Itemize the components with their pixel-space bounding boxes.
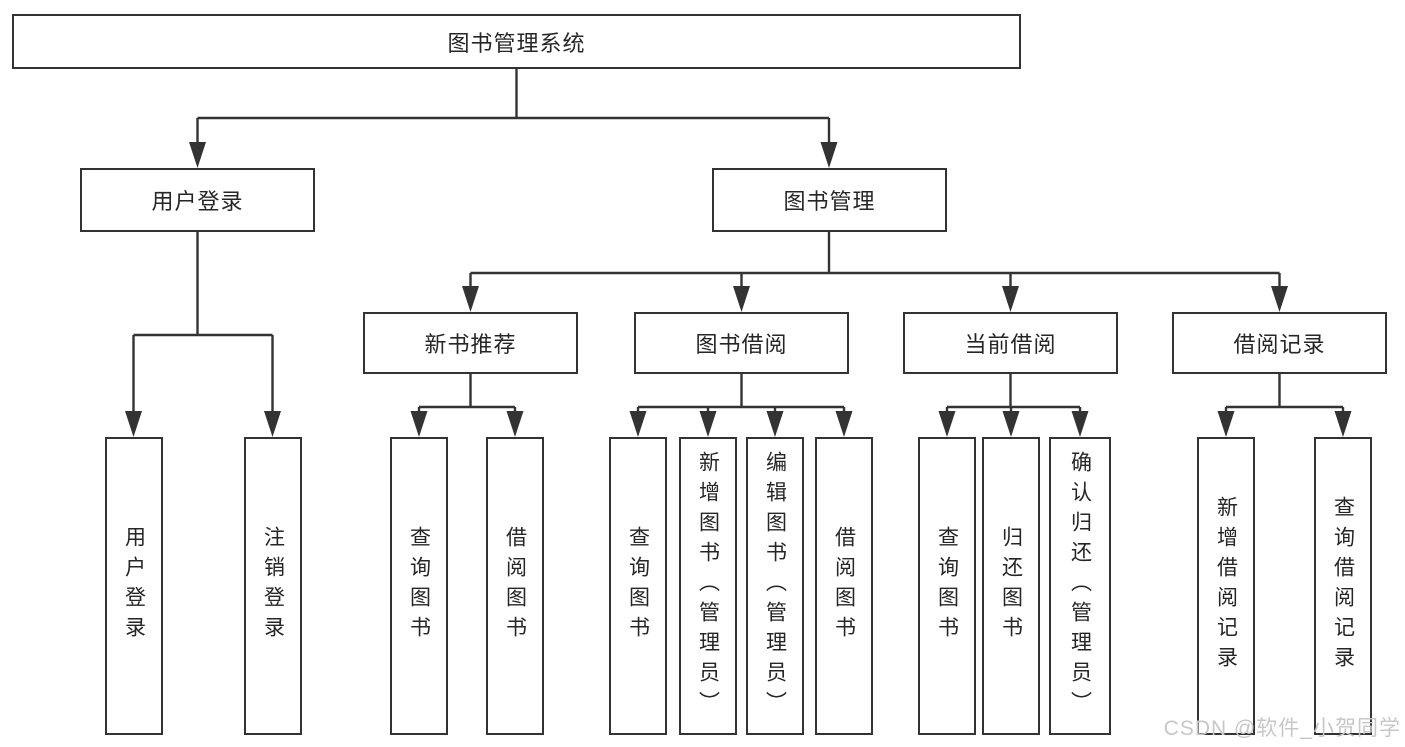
leaf-br-add-record-label: 新增借阅记录	[1214, 496, 1238, 676]
leaf-bb-borrow-books-label: 借阅图书	[832, 526, 856, 646]
node-new-book-recommend-label: 新书推荐	[424, 332, 517, 357]
node-book-management-label: 图书管理	[783, 189, 876, 214]
leaf-logout-label: 注销登录	[261, 526, 285, 646]
leaf-br-query-record: 查询借阅记录	[1314, 437, 1372, 735]
node-user-login: 用户登录	[80, 168, 315, 232]
node-current-borrow: 当前借阅	[903, 312, 1118, 374]
leaf-br-query-record-label: 查询借阅记录	[1331, 496, 1355, 676]
leaf-cb-confirm-return-label: 确认归还（管理员）	[1068, 451, 1092, 721]
leaf-bb-edit-books: 编辑图书（管理员）	[746, 437, 804, 735]
leaf-nb-borrow-books-label: 借阅图书	[503, 526, 527, 646]
node-book-management: 图书管理	[712, 168, 947, 232]
leaf-bb-query-books: 查询图书	[609, 437, 667, 735]
csdn-watermark: CSDN @软件_小贺同学	[1163, 717, 1401, 740]
leaf-bb-query-books-label: 查询图书	[626, 526, 650, 646]
leaf-cb-return-books-label: 归还图书	[999, 526, 1023, 646]
leaf-bb-add-books-label: 新增图书（管理员）	[696, 451, 720, 721]
node-new-book-recommend: 新书推荐	[363, 312, 578, 374]
leaf-logout: 注销登录	[244, 437, 302, 735]
leaf-bb-borrow-books: 借阅图书	[815, 437, 873, 735]
leaf-bb-add-books: 新增图书（管理员）	[679, 437, 737, 735]
node-current-borrow-label: 当前借阅	[964, 332, 1057, 357]
node-book-borrow-label: 图书借阅	[695, 332, 788, 357]
arrowheads	[125, 142, 1352, 437]
node-root-label: 图书管理系统	[447, 30, 586, 56]
leaf-bb-edit-books-label: 编辑图书（管理员）	[763, 451, 787, 721]
leaf-cb-query-books: 查询图书	[918, 437, 976, 735]
node-book-borrow: 图书借阅	[634, 312, 849, 374]
leaf-user-login-label: 用户登录	[122, 526, 146, 646]
node-user-login-label: 用户登录	[151, 189, 244, 214]
leaf-nb-query-books-label: 查询图书	[407, 526, 431, 646]
node-root: 图书管理系统	[12, 14, 1021, 69]
leaf-nb-query-books: 查询图书	[390, 437, 448, 735]
leaf-br-add-record: 新增借阅记录	[1197, 437, 1255, 735]
node-borrow-records: 借阅记录	[1172, 312, 1387, 374]
leaf-cb-return-books: 归还图书	[982, 437, 1040, 735]
leaf-cb-query-books-label: 查询图书	[935, 526, 959, 646]
leaf-user-login: 用户登录	[105, 437, 163, 735]
leaf-cb-confirm-return: 确认归还（管理员）	[1049, 437, 1111, 735]
leaf-nb-borrow-books: 借阅图书	[486, 437, 544, 735]
node-borrow-records-label: 借阅记录	[1233, 332, 1326, 357]
